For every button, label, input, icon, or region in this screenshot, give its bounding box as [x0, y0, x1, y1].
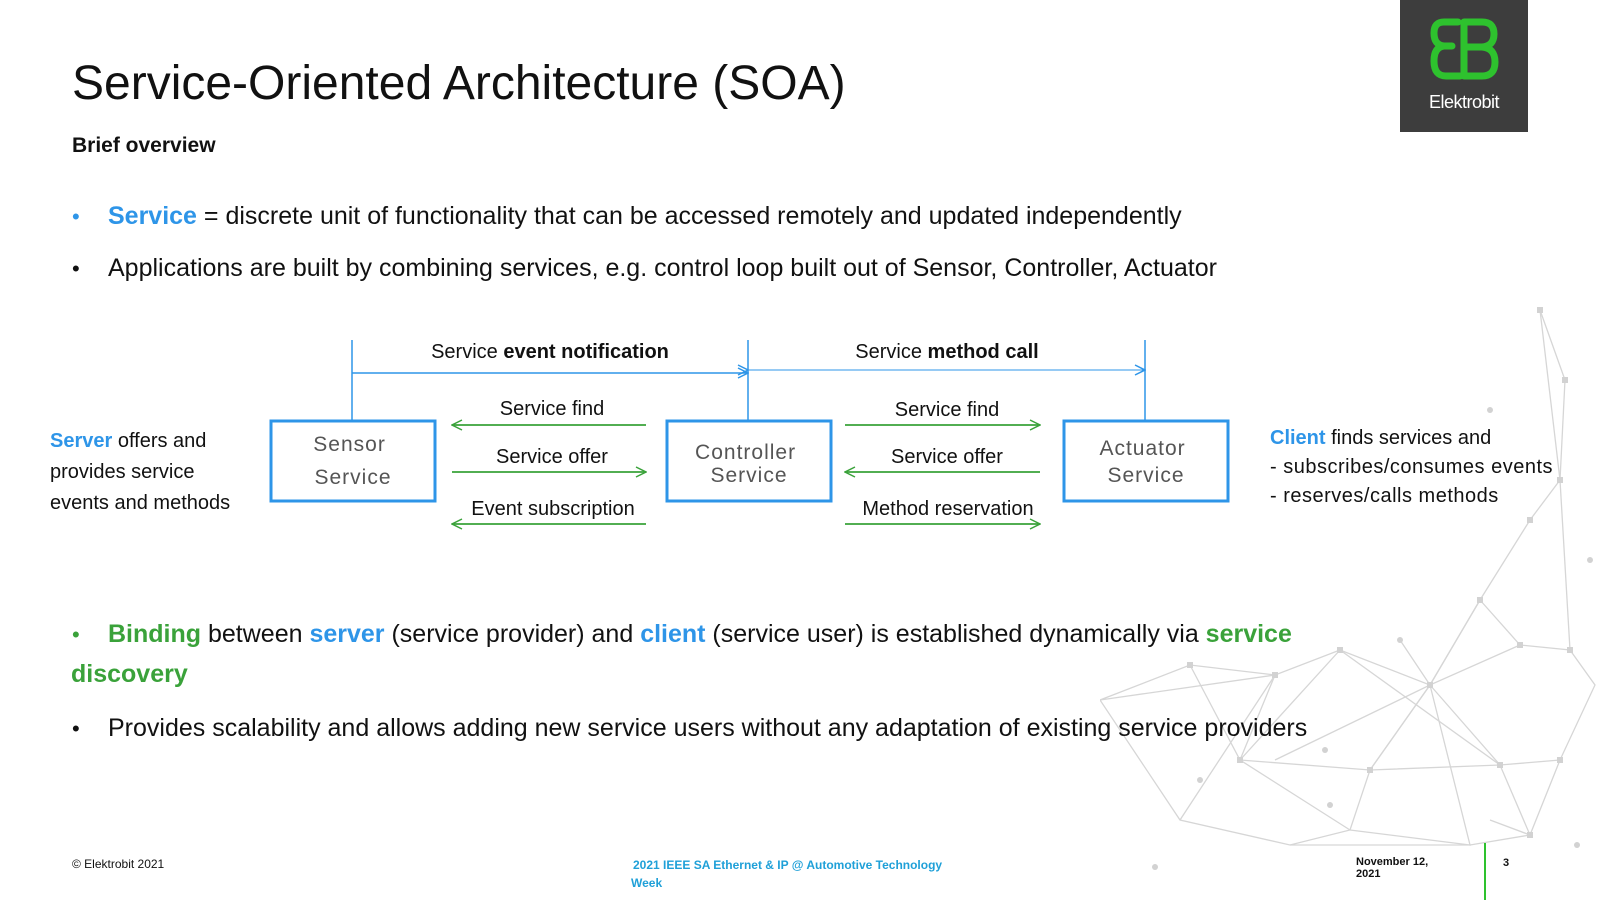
- controller-service-box: [665, 419, 833, 503]
- left-service-offer-label: Service offer: [496, 446, 608, 468]
- binding-term: Binding: [108, 620, 202, 648]
- client-note-line2: - subscribes/consumes events: [1270, 456, 1554, 478]
- footer-date-line1: November 12,: [1356, 856, 1429, 868]
- server-note: Server offers and provides service event…: [50, 426, 230, 519]
- right-service-find-label: Service find: [895, 399, 1000, 421]
- server-note-line2: provides service: [50, 461, 195, 483]
- server-note-line1-text: offers and: [112, 430, 207, 452]
- server-keyword: server: [309, 620, 385, 648]
- page-number: 3: [1503, 857, 1510, 869]
- client-note-line3: - reserves/calls methods: [1270, 485, 1499, 507]
- client-note-line1-text: finds services and: [1325, 427, 1492, 449]
- eb-logo-mark-icon: [1430, 18, 1499, 80]
- bullet-applications: Applications are built by combining serv…: [108, 254, 1217, 282]
- bullet-marker-green: •: [72, 622, 80, 647]
- controller-service-label: Controller Service: [695, 441, 803, 487]
- right-service-offer-label: Service offer: [891, 446, 1003, 468]
- bullet-binding: Binding between server (service provider…: [108, 620, 1292, 649]
- bullet-service-definition: Service = discrete unit of functionality…: [108, 202, 1182, 231]
- server-note-line3: events and methods: [50, 492, 231, 514]
- footer-event: 2021 IEEE SA Ethernet & IP @ Automotive …: [631, 856, 943, 892]
- footer-date-line2: 2021: [1356, 868, 1381, 880]
- page-subtitle: Brief overview: [72, 134, 216, 157]
- service-term: Service: [108, 202, 197, 230]
- actuator-service-box: [1062, 419, 1230, 503]
- footer-event-line2: Week: [631, 876, 663, 890]
- method-reservation-label: Method reservation: [862, 498, 1033, 520]
- client-keyword: client: [640, 620, 706, 648]
- bullet-marker: •: [72, 256, 80, 281]
- footer-divider: [1484, 843, 1486, 900]
- sensor-service-label: Sensor Service: [313, 433, 392, 489]
- left-service-find-label: Service find: [500, 398, 605, 420]
- service-keyword: service: [1205, 620, 1292, 648]
- binding-text-1: between: [201, 620, 310, 648]
- footer-date: November 12, 2021: [1356, 856, 1428, 880]
- logo-wordmark: Elektrobit: [1428, 92, 1500, 112]
- service-definition-text: = discrete unit of functionality that ca…: [196, 202, 1182, 230]
- soa-diagram: Service event notification Service metho…: [269, 340, 1230, 540]
- binding-text-3: (service user) is established dynamicall…: [705, 620, 1206, 648]
- event-notification-label: Service event notification: [431, 341, 669, 363]
- elektrobit-logo: Elektrobit: [1400, 0, 1528, 132]
- discovery-keyword: discovery: [71, 660, 188, 688]
- network-background: [1100, 307, 1596, 870]
- client-term: Client: [1270, 427, 1326, 449]
- binding-text-2: (service provider) and: [384, 620, 641, 648]
- bullet-marker-blue: •: [72, 204, 80, 229]
- event-subscription-label: Event subscription: [471, 498, 634, 520]
- footer-event-line1: 2021 IEEE SA Ethernet & IP @ Automotive …: [633, 858, 943, 872]
- server-term: Server: [50, 430, 113, 452]
- sensor-service-box: [269, 419, 437, 503]
- bullet-marker: •: [72, 716, 80, 741]
- footer-copyright: © Elektrobit 2021: [72, 857, 165, 871]
- client-note: Client finds services and - subscribes/c…: [1270, 424, 1553, 511]
- client-note-line1: Client finds services and: [1270, 424, 1553, 453]
- page-title: Service-Oriented Architecture (SOA): [72, 57, 846, 110]
- actuator-service-label: Actuator Service: [1099, 437, 1192, 487]
- method-call-label: Service method call: [855, 341, 1038, 363]
- bullet-scalability: Provides scalability and allows adding n…: [108, 714, 1308, 742]
- server-note-line1: Server offers and: [50, 426, 230, 457]
